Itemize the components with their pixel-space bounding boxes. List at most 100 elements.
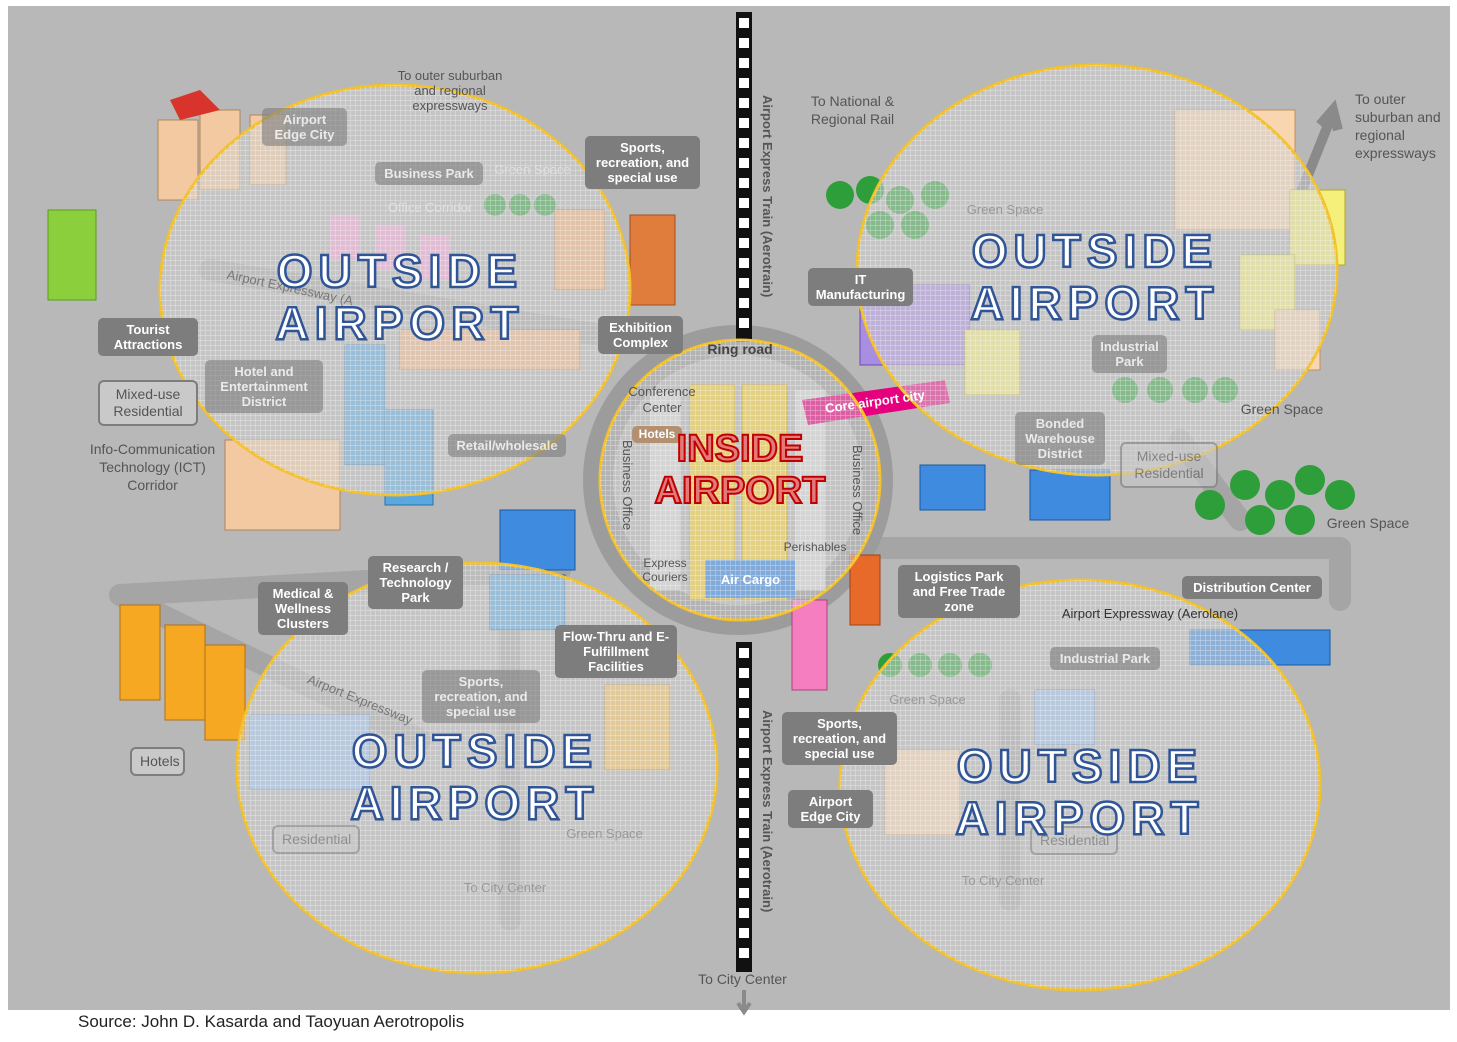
label-express-couriers: Express Couriers bbox=[642, 556, 688, 584]
outside-airport-sw-line2: AIRPORT bbox=[349, 776, 600, 831]
label-airport-edge-city-se: Airport Edge City bbox=[788, 790, 873, 828]
inside-airport-line2: AIRPORT bbox=[654, 469, 827, 513]
track-tie bbox=[739, 158, 749, 168]
label-residential-sw: Residential bbox=[272, 825, 360, 854]
track-tie bbox=[739, 58, 749, 68]
label-sports-sw: Sports, recreation, and special use bbox=[422, 670, 540, 723]
track-tie bbox=[739, 278, 749, 288]
label-to-city-center-se: To City Center bbox=[961, 873, 1045, 888]
track-tie bbox=[739, 178, 749, 188]
track-tie bbox=[739, 688, 749, 698]
label-hotels-sw: Hotels bbox=[130, 747, 185, 776]
track-tie bbox=[739, 258, 749, 268]
label-exhibition: Exhibition Complex bbox=[598, 316, 683, 354]
outside-airport-nw: OUTSIDE AIRPORT bbox=[255, 244, 545, 351]
label-business-park: Business Park bbox=[375, 162, 483, 185]
label-flow-thru: Flow-Thru and E-Fulfillment Facilities bbox=[555, 625, 677, 678]
outside-airport-se-line2: AIRPORT bbox=[954, 791, 1205, 846]
track-tie bbox=[739, 648, 749, 658]
label-green-space-sw: Green Space bbox=[566, 826, 643, 841]
city-center-arrow bbox=[736, 990, 752, 1016]
outside-airport-ne-line1: OUTSIDE bbox=[971, 224, 1219, 279]
outside-airport-sw-line1: OUTSIDE bbox=[351, 724, 599, 779]
track-tie bbox=[739, 768, 749, 778]
label-train-top: Airport Express Train (Aerotrain) bbox=[760, 95, 775, 298]
label-perishables: Perishables bbox=[783, 540, 847, 554]
inside-airport-line1: INSIDE bbox=[676, 427, 805, 471]
outside-airport-nw-line2: AIRPORT bbox=[274, 296, 525, 351]
label-green-space-se: Green Space bbox=[889, 692, 966, 707]
label-logistics: Logistics Park and Free Trade zone bbox=[898, 565, 1020, 618]
track-tie bbox=[739, 118, 749, 128]
label-mixed-use-w: Mixed-use Residential bbox=[98, 380, 198, 426]
zone-circles bbox=[158, 63, 1339, 992]
track-tie bbox=[739, 708, 749, 718]
label-distribution: Distribution Center bbox=[1182, 576, 1322, 599]
label-airport-expressway-se: Airport Expressway (Aerolane) bbox=[1061, 606, 1239, 621]
outside-airport-se-line1: OUTSIDE bbox=[956, 739, 1204, 794]
label-green-space-far-e: Green Space bbox=[1326, 515, 1410, 531]
label-office-corridor: Office Corridor bbox=[387, 200, 473, 215]
track-tie bbox=[739, 668, 749, 678]
track-tie bbox=[739, 748, 749, 758]
label-business-office-right: Business Office bbox=[850, 445, 865, 536]
label-mixed-use-e: Mixed-use Residential bbox=[1120, 442, 1218, 488]
track-tie bbox=[739, 728, 749, 738]
inside-airport: INSIDE AIRPORT bbox=[630, 427, 850, 513]
label-airport-edge-city-nw: Airport Edge City bbox=[262, 108, 347, 146]
label-train-bottom: Airport Express Train (Aerotrain) bbox=[760, 710, 775, 913]
label-nw-outer: To outer suburban and regional expresswa… bbox=[397, 68, 503, 113]
label-it-manufacturing: IT Manufacturing bbox=[808, 268, 913, 306]
label-to-city-center-sw: To City Center bbox=[463, 880, 547, 895]
label-sports-se: Sports, recreation, and special use bbox=[782, 712, 897, 765]
label-conference: Conference Center bbox=[628, 384, 696, 415]
label-retail: Retail/wholesale bbox=[448, 434, 566, 457]
label-green-space-ne: Green Space bbox=[966, 202, 1044, 217]
source-caption: Source: John D. Kasarda and Taoyuan Aero… bbox=[78, 1012, 465, 1031]
label-research: Research / Technology Park bbox=[368, 556, 463, 609]
track-tie bbox=[739, 948, 749, 958]
label-industrial-park-se: Industrial Park bbox=[1050, 647, 1160, 670]
track-tie bbox=[739, 38, 749, 48]
outside-airport-sw: OUTSIDE AIRPORT bbox=[330, 724, 620, 831]
label-national-rail: To National & Regional Rail bbox=[810, 93, 895, 127]
label-hotel-ent: Hotel and Entertainment District bbox=[205, 360, 323, 413]
label-green-space-nw: Green Space bbox=[494, 162, 571, 177]
label-ne-outer: To outer suburban and regional expresswa… bbox=[1355, 91, 1441, 161]
track-tie bbox=[739, 238, 749, 248]
label-residential-se: Residential bbox=[1030, 826, 1118, 855]
track-tie bbox=[739, 828, 749, 838]
label-medical: Medical & Wellness Clusters bbox=[258, 582, 348, 635]
track-ties bbox=[739, 18, 749, 958]
track-tie bbox=[739, 18, 749, 28]
track-tie bbox=[739, 808, 749, 818]
label-sports-nw: Sports, recreation, and special use bbox=[585, 136, 700, 189]
track-tie bbox=[739, 928, 749, 938]
track-tie bbox=[739, 138, 749, 148]
label-hotels-center: Hotels bbox=[632, 426, 682, 443]
label-industrial-park-ne: Industrial Park bbox=[1092, 335, 1167, 373]
track-tie bbox=[739, 788, 749, 798]
label-to-city-center: To City Center bbox=[698, 971, 787, 987]
label-business-office-left: Business Office bbox=[620, 440, 635, 531]
label-air-cargo: Air Cargo bbox=[720, 572, 781, 587]
track-tie bbox=[739, 78, 749, 88]
track-tie bbox=[739, 908, 749, 918]
outside-airport-ne-line2: AIRPORT bbox=[969, 276, 1220, 331]
outside-airport-nw-line1: OUTSIDE bbox=[276, 244, 524, 299]
track-tie bbox=[739, 888, 749, 898]
track-tie bbox=[739, 318, 749, 328]
label-ring-road: Ring road bbox=[707, 341, 773, 357]
label-ict: Info-Communication Technology (ICT) Corr… bbox=[89, 441, 216, 493]
label-green-space-e: Green Space bbox=[1240, 401, 1324, 417]
track-tie bbox=[739, 868, 749, 878]
label-tourist: Tourist Attractions bbox=[98, 318, 198, 356]
label-bonded: Bonded Warehouse District bbox=[1015, 412, 1105, 465]
track-tie bbox=[739, 298, 749, 308]
outside-airport-se: OUTSIDE AIRPORT bbox=[935, 739, 1225, 846]
track-tie bbox=[739, 98, 749, 108]
track-tie bbox=[739, 198, 749, 208]
track-tie bbox=[739, 218, 749, 228]
